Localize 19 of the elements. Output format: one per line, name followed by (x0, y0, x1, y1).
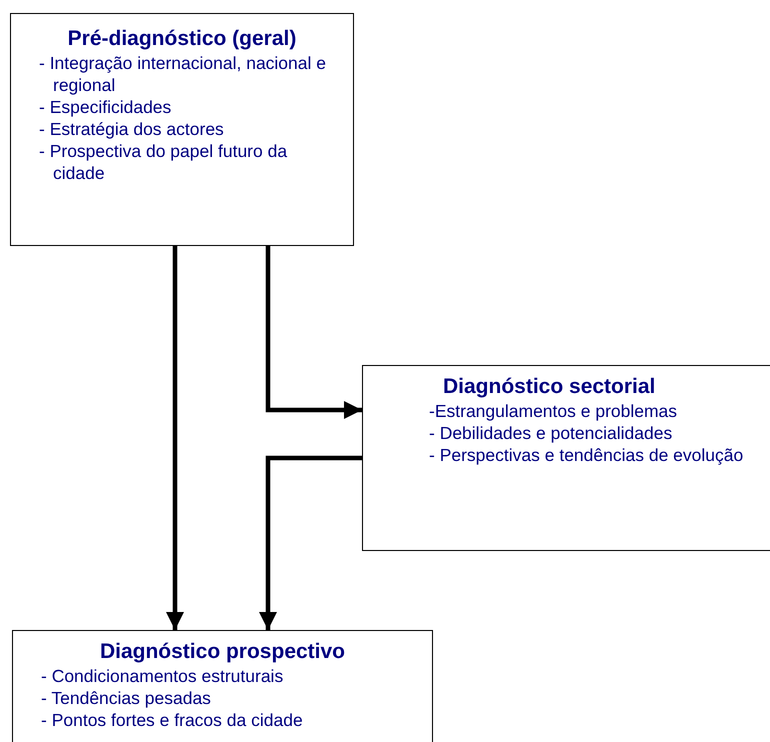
process-box (362, 365, 770, 551)
bullet-item: - Condicionamentos estruturais (41, 665, 284, 687)
bullet-item: - Debilidades e potencialidades (429, 422, 674, 444)
bullet-item: - Prospectiva do papel futuro da cidade (39, 140, 288, 184)
bullet-item: - Perspectivas e tendências de evolução (429, 444, 744, 466)
arrow (166, 246, 184, 630)
process-box (12, 630, 433, 742)
bullet-item: - Especificidades (39, 96, 172, 118)
arrow (266, 246, 362, 419)
arrow (259, 456, 362, 630)
box-heading: Pré-diagnóstico (geral) (68, 26, 296, 52)
bullet-item: - Estratégia dos actores (39, 118, 225, 140)
bullet-item: - Pontos fortes e fracos da cidade (41, 709, 304, 731)
box-heading: Diagnóstico sectorial (443, 374, 656, 400)
process-box (10, 13, 354, 246)
box-heading: Diagnóstico prospectivo (100, 639, 346, 665)
bullet-item: - Tendências pesadas (41, 687, 212, 709)
bullet-item: - Integração internacional, nacional e regional (39, 52, 327, 96)
bullet-item: -Estrangulamentos e problemas (429, 400, 678, 422)
